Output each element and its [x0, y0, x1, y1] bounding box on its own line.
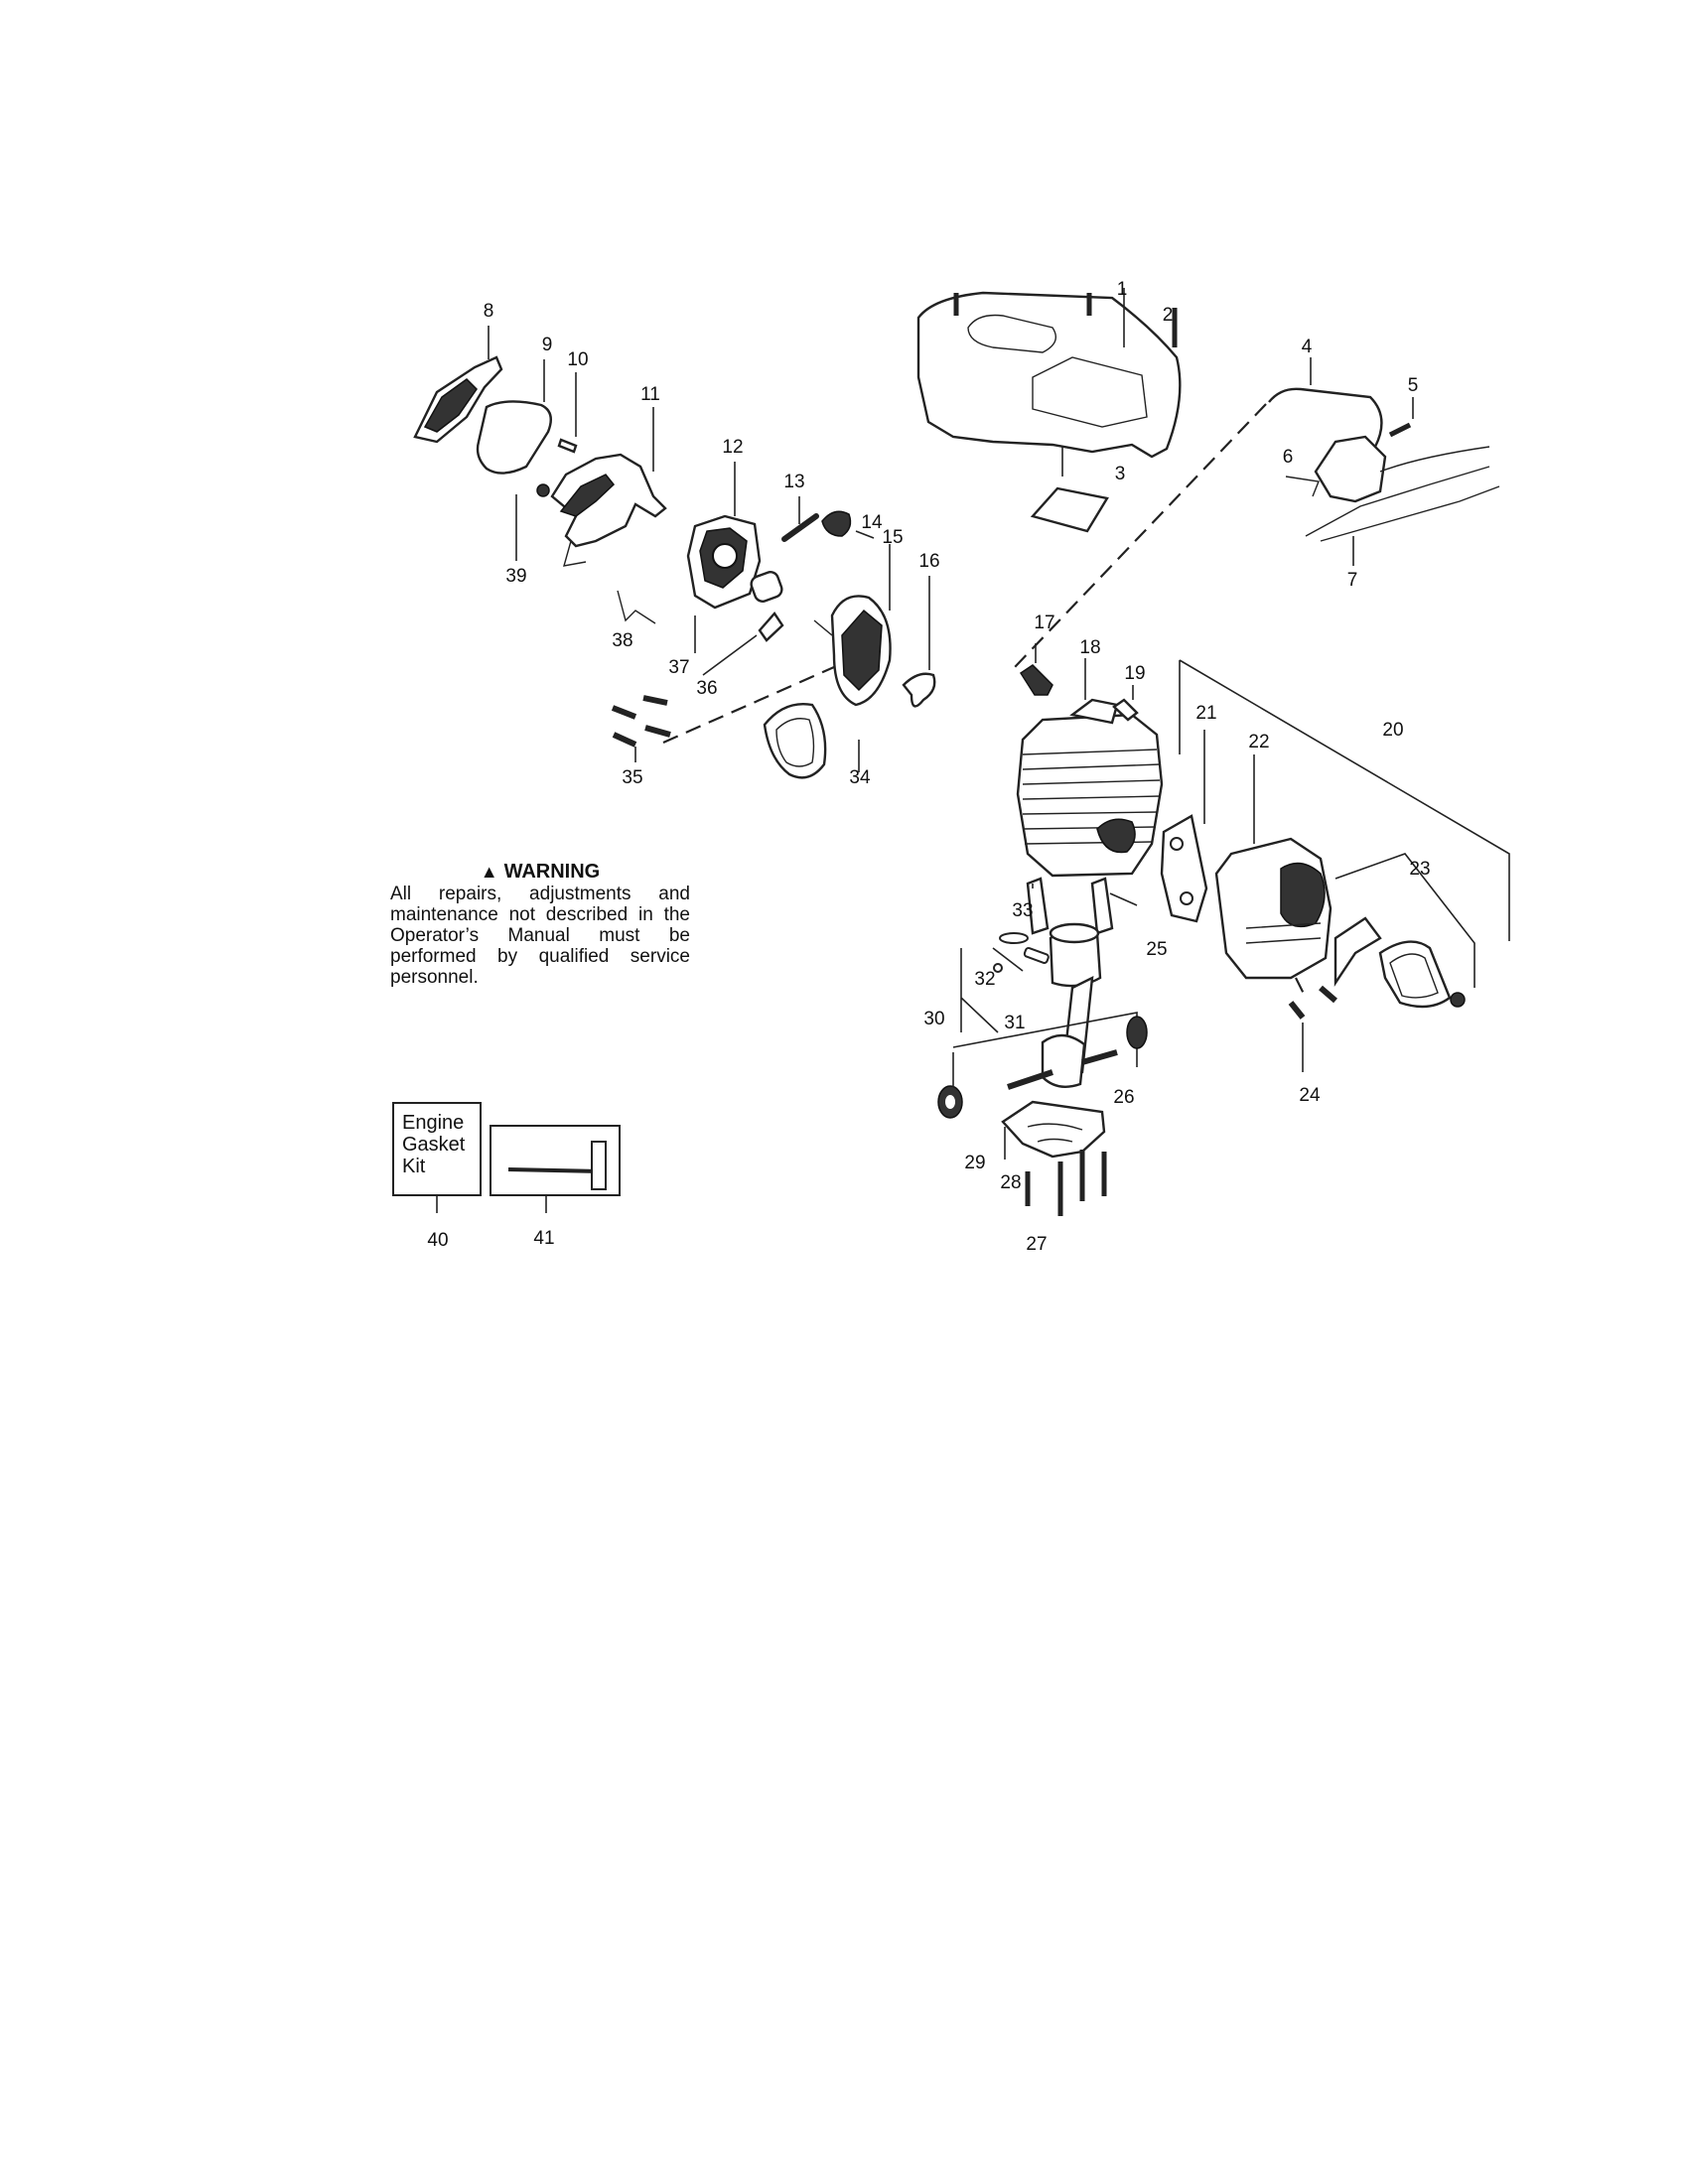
part-number: 38	[612, 630, 633, 651]
part-number: 1	[1116, 279, 1128, 300]
part-number: 32	[974, 969, 996, 990]
part-24-screws	[1288, 977, 1337, 1072]
part-number: 4	[1301, 337, 1313, 357]
part-3-plate	[1030, 447, 1109, 533]
part-18-cylinder	[1016, 658, 1164, 878]
warning-heading-text: WARNING	[503, 861, 601, 883]
part-1-top-cover	[916, 288, 1182, 459]
part-30-piston-assembly-bracket	[960, 948, 999, 1033]
part-25-gasket	[1090, 877, 1138, 935]
part-20-muffler-assembly-bracket	[1179, 659, 1510, 941]
part-number: 11	[640, 384, 660, 405]
warning-triangle-icon: ▲	[480, 862, 498, 882]
warning-notice: ▲WARNING All repairs, adjustments and ma…	[390, 862, 690, 989]
part-29-bearing	[937, 1052, 963, 1119]
part-10-bolt	[557, 372, 578, 454]
part-31-pin	[993, 946, 1050, 973]
part-number: 29	[964, 1153, 986, 1173]
part-number: 12	[722, 437, 744, 458]
part-36-gasket	[702, 612, 784, 676]
part-12-carburetor	[686, 462, 762, 610]
part-number: 14	[861, 512, 883, 533]
part-number: 30	[923, 1009, 945, 1029]
warning-text: All repairs, adjustments and maintenance…	[390, 884, 690, 988]
part-number: 40	[427, 1230, 449, 1251]
part-6-ignition-module	[1285, 435, 1387, 503]
part-number: 26	[1113, 1087, 1135, 1108]
part-14-primer	[821, 510, 875, 539]
part-number: 22	[1248, 732, 1270, 752]
part-number: 19	[1124, 663, 1146, 684]
part-number: 7	[1346, 570, 1358, 591]
part-number: 20	[1382, 720, 1404, 741]
part-11-filter-base	[550, 407, 667, 567]
part-number: 13	[783, 472, 805, 492]
engine-gasket-kit-box: Engine Gasket Kit	[392, 1102, 482, 1196]
part-38-clip	[617, 590, 656, 624]
part-number: 35	[622, 767, 643, 788]
part-28-crankcase	[1001, 1100, 1106, 1160]
part-number: 16	[918, 551, 940, 572]
part-9-air-filter	[476, 359, 552, 475]
part-16-gasket	[902, 576, 936, 708]
part-number: 21	[1195, 703, 1217, 724]
part-number: 28	[1000, 1172, 1022, 1193]
part-number: 24	[1299, 1085, 1321, 1106]
part-23-shield	[1333, 853, 1475, 1009]
part-32-ring	[992, 932, 1029, 972]
bearing	[1126, 1016, 1148, 1049]
part-number: 5	[1407, 375, 1419, 396]
part-22-muffler	[1214, 754, 1333, 980]
part-number: 31	[1004, 1013, 1026, 1033]
part-26-crankshaft	[952, 975, 1138, 1090]
warning-heading: ▲WARNING	[390, 862, 690, 883]
part-33-gasket	[1026, 877, 1050, 935]
part-number: 37	[668, 657, 690, 678]
part-37-sleeve	[694, 571, 783, 653]
part-13-rod	[781, 496, 819, 542]
part-number: 15	[882, 527, 904, 548]
part-number: 36	[696, 678, 718, 699]
part-number: 10	[567, 349, 589, 370]
part-number: 33	[1012, 900, 1034, 921]
part-number: 39	[505, 566, 527, 587]
part-27-screws	[1025, 1150, 1107, 1216]
part-41-tool	[507, 1141, 607, 1213]
part-number: 8	[483, 301, 494, 322]
part-17-spark-plug	[1019, 643, 1053, 696]
part-number: 27	[1026, 1234, 1048, 1255]
part-5-bolt	[1388, 397, 1414, 438]
part-7-wires	[1305, 446, 1500, 566]
part-number: 9	[541, 335, 553, 355]
part-8-air-filter-cover	[413, 326, 503, 444]
part-number: 34	[849, 767, 871, 788]
part-number: 6	[1282, 447, 1294, 468]
part-39-nut	[515, 483, 550, 561]
part-number: 23	[1409, 859, 1431, 880]
piston	[1049, 922, 1102, 988]
part-number: 17	[1034, 613, 1055, 633]
part-19-clip	[1112, 685, 1139, 722]
part-35-bolts	[611, 695, 671, 762]
part-number: 25	[1146, 939, 1168, 960]
tool-box	[490, 1125, 621, 1196]
part-number: 18	[1079, 637, 1101, 658]
part-4-handle	[1268, 357, 1383, 448]
part-21-muffler-gasket	[1160, 730, 1208, 923]
kit-label: Engine Gasket Kit	[402, 1112, 466, 1177]
part-34-gasket	[763, 703, 860, 779]
part-number: 2	[1162, 305, 1174, 326]
part-number: 41	[533, 1228, 555, 1249]
part-15-intake-adapter	[813, 544, 892, 707]
part-number: 3	[1114, 464, 1126, 484]
